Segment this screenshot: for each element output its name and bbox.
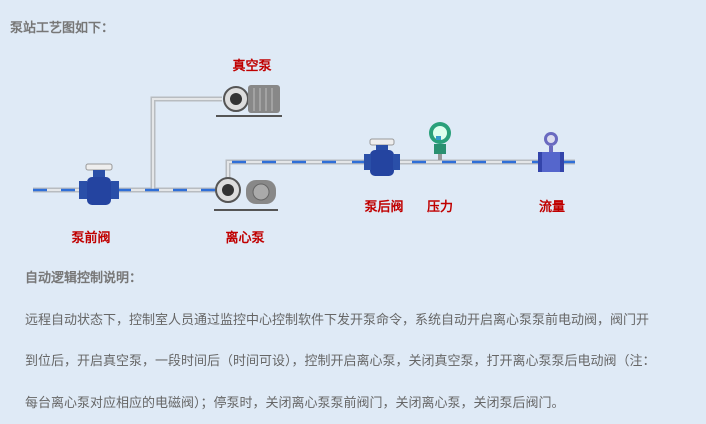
flow-label: 流量 [538,200,566,215]
pressure-label: 压力 [426,200,454,215]
pipes [33,96,575,193]
pre-valve-icon [79,163,119,205]
flow-meter-icon [538,132,564,172]
process-diagram [33,85,575,211]
description-line: 每台离心泵对应相应的电磁阀）；停泵时，关闭离心泵泵前阀门，关闭离心泵，关闭泵后阀… [25,396,565,411]
vacuum-pump-label: 真空泵 [232,59,272,74]
post-valve-label: 泵后阀 [364,200,404,215]
pressure-gauge-icon [429,122,451,160]
page-title: 泵站工艺图如下： [10,21,115,36]
centrifugal-pump-label: 离心泵 [225,231,265,246]
description-line: 远程自动状态下，控制室人员通过监控中心控制软件下发开泵命令，系统自动开启离心泵泵… [25,313,650,328]
centrifugal-pump-icon [214,177,278,211]
description-line: 到位后，开启真空泵，一段时间后（时间可设），控制开启离心泵，关闭真空泵，打开离心… [25,354,656,369]
pre-valve-label: 泵前阀 [71,231,111,246]
section-title: 自动逻辑控制说明： [25,271,143,286]
vacuum-pump-icon [216,85,282,117]
post-valve-icon [364,138,400,176]
